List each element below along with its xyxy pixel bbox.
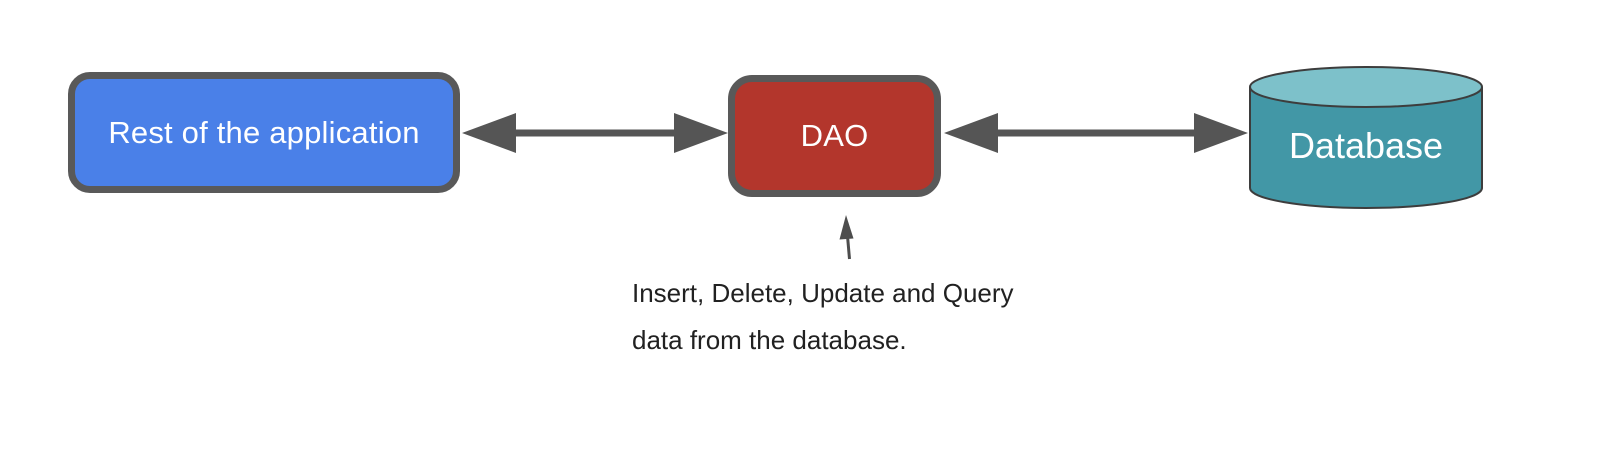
annotation-pointer-arrow-icon — [839, 215, 854, 260]
dao-caption-line2: data from the database. — [632, 325, 907, 355]
node-database-label: Database — [1288, 124, 1444, 166]
node-dao-label: DAO — [800, 118, 869, 153]
double-arrow-app-dao-icon — [462, 113, 728, 153]
database-cylinder-icon — [1249, 66, 1483, 209]
node-rest-of-application-label: Rest of the application — [108, 114, 420, 150]
double-arrow-dao-db-icon — [944, 113, 1248, 153]
dao-caption-line1: Insert, Delete, Update and Query — [632, 278, 1014, 308]
node-dao: DAO — [728, 75, 941, 197]
node-database: Database — [1250, 67, 1482, 208]
dao-caption: Insert, Delete, Update and Query data fr… — [632, 270, 1014, 364]
node-rest-of-application: Rest of the application — [68, 72, 460, 193]
